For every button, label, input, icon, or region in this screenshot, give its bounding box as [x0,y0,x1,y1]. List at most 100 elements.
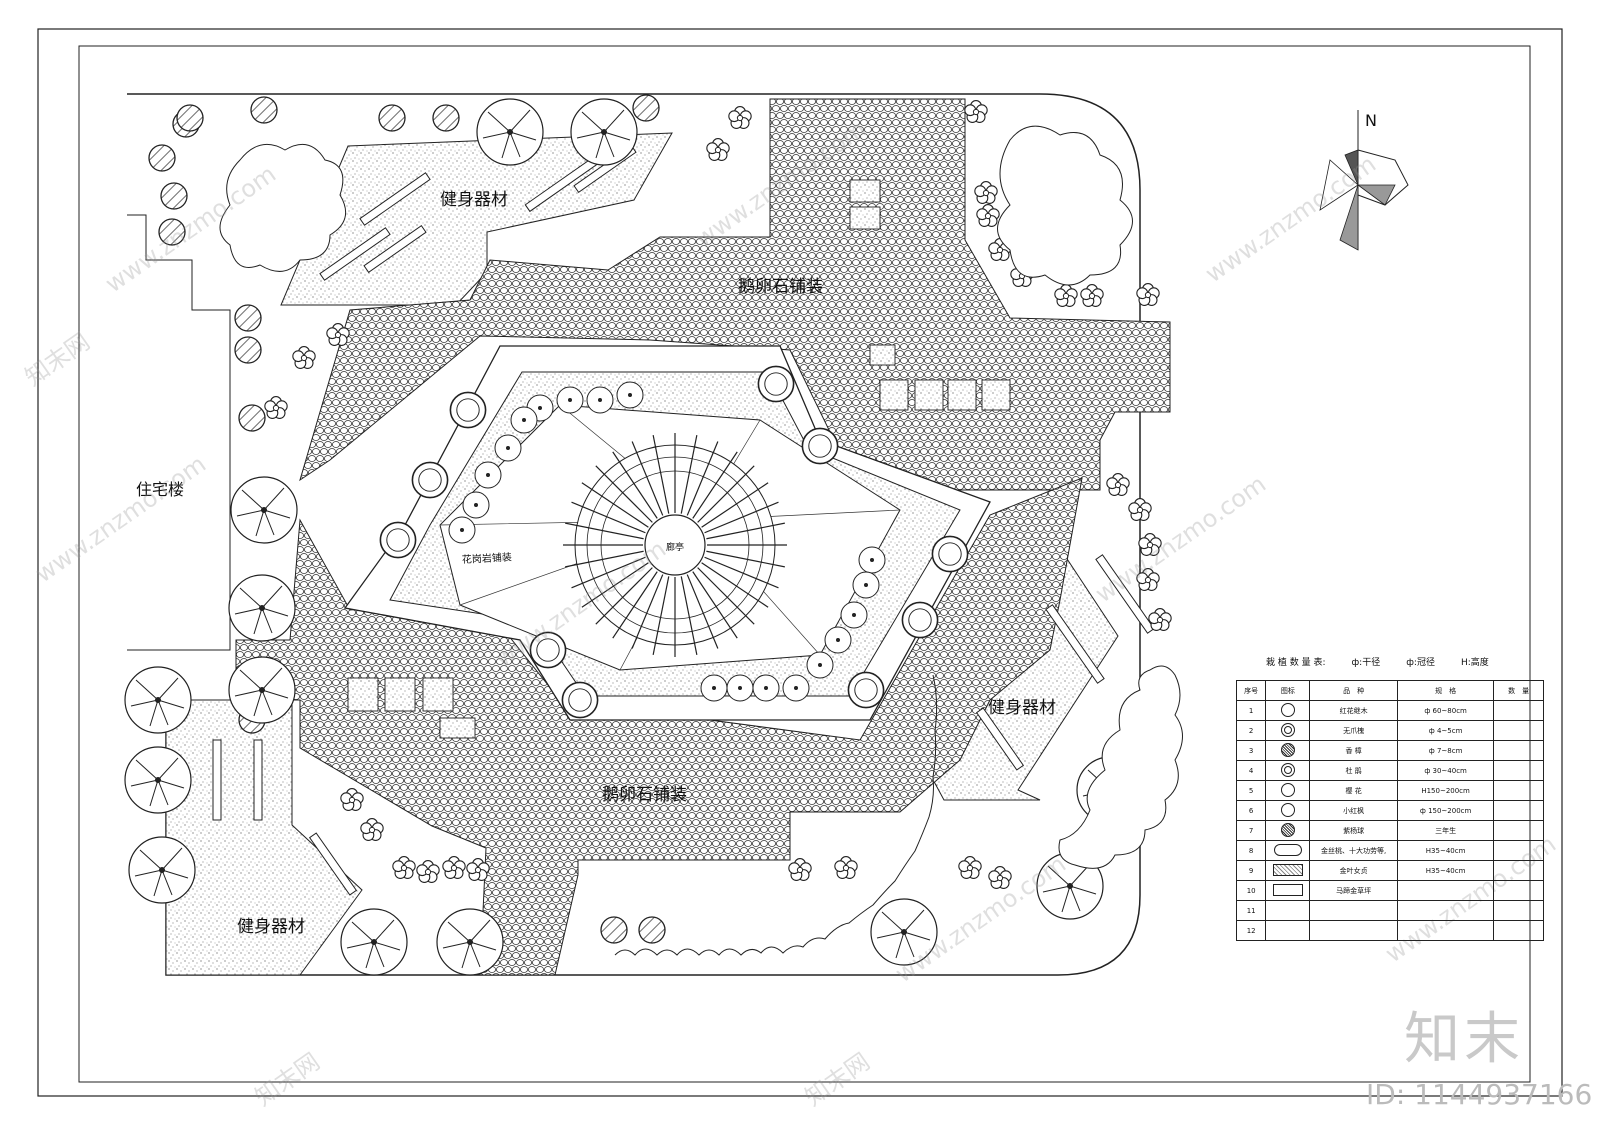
round-tree-icon [806,651,834,679]
cell-species [1309,920,1398,941]
flower-shrub-icon [340,788,364,811]
hatch-tree-icon [234,304,262,332]
pavilion-beam [652,435,670,514]
shrub-cluster-bottom-right [1058,665,1183,869]
cell-icon [1265,760,1311,781]
cell-spec: ф 4~5cm [1396,720,1495,741]
cobble-paving-bottom [235,477,1083,976]
legend-key-trunk: ф:干径 [1351,658,1381,668]
cell-species: 紫杨球 [1309,820,1398,841]
flower-shrub-icon [416,860,440,883]
flower-shrub-icon [1106,473,1130,496]
header-no: 序号 [1235,680,1267,701]
flower-shrub-icon [964,100,988,123]
image-id-watermark: ID: 1144937166 [1366,1078,1593,1111]
cell-spec [1396,920,1495,941]
pavilion-beam [692,571,738,639]
shrub-cluster-top-right [997,125,1133,286]
pavilion-beam [581,482,649,528]
hatch-tree-icon [432,104,460,132]
cell-no: 6 [1235,800,1267,821]
table-header-row: 序号 图标 品 种 规 格 数 量 [1235,680,1544,701]
cell-no: 8 [1235,840,1267,861]
header-spec: 规 格 [1396,680,1495,701]
legend-symbol-icon [1280,702,1295,717]
legend-title: 栽 植 数 量 表: [1266,658,1326,668]
round-tree-icon [510,406,538,434]
pavilion-beam [612,451,658,519]
ring-tree-icon [411,461,449,499]
cell-icon [1265,740,1311,761]
flower-shrub-icon [728,106,752,129]
cell-spec: H150~200cm [1396,780,1495,801]
cell-spec: 三年生 [1396,820,1495,841]
large-tree-icon [476,98,544,166]
pavilion-beam [706,522,785,540]
cell-qty [1493,800,1544,821]
ring-tree-icon [757,365,795,403]
cell-no: 5 [1235,780,1267,801]
header-species: 品 种 [1309,680,1398,701]
pavilion-beam [701,562,769,608]
round-tree-icon [700,674,728,702]
pavilion-beam [595,567,653,625]
round-tree-icon [824,626,852,654]
round-tree-icon [852,571,880,599]
flower-shrub-icon [292,346,316,369]
residential-edge [127,214,231,651]
cell-no: 9 [1235,860,1267,881]
table-row: 12 [1235,920,1544,941]
large-tree-icon [230,476,298,544]
shrub-cluster-top-left [219,143,347,272]
large-tree-icon [124,666,192,734]
ring-tree-icon [801,427,839,465]
cell-no: 2 [1235,720,1267,741]
cell-qty [1493,780,1544,801]
pavilion-beam [692,451,738,519]
pavilion-beam [686,441,719,516]
cell-icon [1265,860,1311,881]
pavilion-beam [571,501,646,534]
pavilion-beam [565,522,644,540]
cell-no: 10 [1235,880,1267,901]
cell-icon [1265,820,1311,841]
legend-symbol-icon [1273,843,1302,856]
large-tree-icon [128,836,196,904]
outer-frame [37,28,1563,1097]
pavilion-beam [612,571,658,639]
cell-qty [1493,820,1544,841]
pavilion-beam [680,435,698,514]
cell-icon [1265,720,1311,741]
pavilion-beam [631,441,664,516]
pavilion-beam [706,550,785,568]
round-tree-icon [448,516,476,544]
cell-spec: H35~40cm [1396,860,1495,881]
round-tree-icon [474,461,502,489]
cell-species: 香 樟 [1309,740,1398,761]
flower-shrub-icon [1128,498,1152,521]
hatch-tree-icon [378,104,406,132]
round-tree-icon [858,546,886,574]
round-tree-icon [494,434,522,462]
flower-shrub-icon [392,856,416,879]
cell-icon [1265,780,1311,801]
inner-frame [78,45,1531,1083]
cell-qty [1493,880,1544,901]
pavilion-beam [704,501,779,534]
flower-shrub-icon [958,856,982,879]
cell-species: 小红枫 [1309,800,1398,821]
cell-qty [1493,840,1544,861]
cell-species: 无爪槐 [1309,720,1398,741]
label-cobble-top: 鹅卵石铺装 [738,277,823,297]
cell-spec: ф 7~8cm [1396,740,1495,761]
label-fitness-bottom-left: 健身器材 [237,917,305,937]
legend-key-crown: ф:冠径 [1406,658,1435,668]
hatch-tree-icon [234,336,262,364]
cell-icon [1265,840,1311,861]
round-tree-icon [556,386,584,414]
